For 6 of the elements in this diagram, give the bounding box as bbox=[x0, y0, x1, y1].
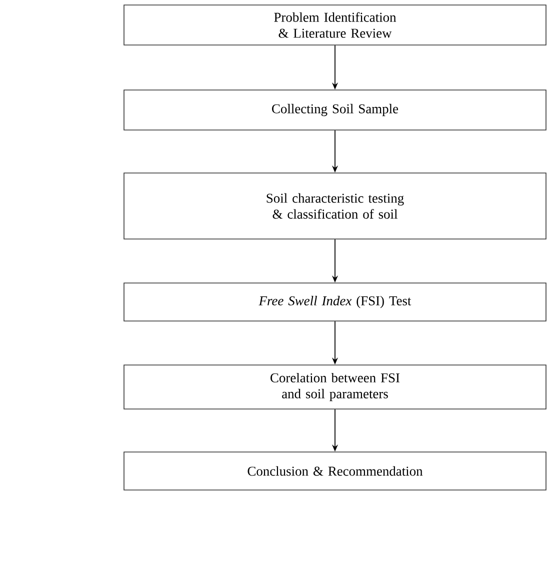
process-box: Collecting Soil Sample bbox=[124, 90, 546, 130]
process-box: Conclusion & Recommendation bbox=[124, 452, 546, 490]
process-box: Soil characteristic testing & classification of soil bbox=[124, 172, 546, 240]
process-box: Free Swell Index (FSI) Test bbox=[124, 282, 546, 322]
process-box: Corelation between FSI and soil parameters bbox=[124, 364, 546, 410]
process-box: Problem Identification & Literature Review bbox=[124, 4, 546, 46]
